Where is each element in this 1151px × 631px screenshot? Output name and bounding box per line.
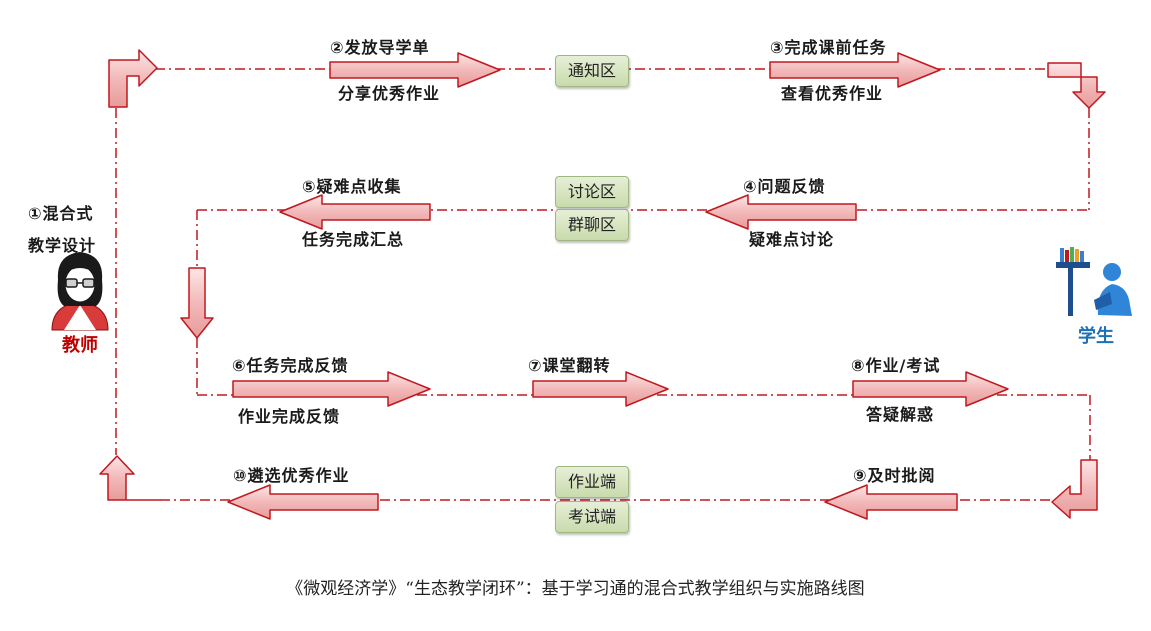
step5-label-bottom: 任务完成汇总	[302, 230, 405, 249]
step8-label-bottom: 答疑解惑	[866, 405, 935, 424]
step6-label-bottom: 作业完成反馈	[238, 407, 341, 426]
arrow-step-6	[232, 371, 431, 407]
step8-label-top: ⑧作业/考试	[851, 356, 941, 375]
step4-label-bottom: 疑难点讨论	[749, 230, 835, 249]
corner-arrow-bottom-left	[99, 455, 161, 501]
arrow-step-10	[227, 484, 379, 520]
zone-group-chat: 群聊区	[555, 209, 629, 241]
step4-label-top: ④问题反馈	[743, 177, 826, 196]
student-reading-icon	[1056, 247, 1132, 316]
step1-label-line1: ①混合式	[28, 204, 94, 223]
step2-label-bottom: 分享优秀作业	[338, 84, 441, 103]
corner-arrow-top-right	[1047, 62, 1106, 109]
teacher-avatar-icon	[51, 252, 109, 331]
zone-exam-end: 考试端	[555, 501, 629, 533]
step6-label-top: ⑥任务完成反馈	[232, 356, 349, 375]
step2-label-top: ②发放导学单	[330, 38, 430, 57]
step3-label-top: ③完成课前任务	[770, 38, 887, 57]
step1-label-line2: 教学设计	[28, 236, 97, 255]
arrow-step-4	[705, 194, 857, 230]
teacher-label: 教师	[62, 335, 98, 356]
corner-arrow-bottom-right	[1051, 459, 1098, 519]
arrow-step-3	[769, 52, 941, 88]
step9-label-top: ⑨及时批阅	[853, 466, 936, 485]
arrow-step-2	[329, 52, 501, 88]
step5-label-top: ⑤疑难点收集	[302, 177, 402, 196]
zone-homework-end: 作业端	[555, 466, 629, 498]
arrow-step-9	[824, 484, 958, 520]
step3-label-bottom: 查看优秀作业	[781, 84, 884, 103]
zone-discussion: 讨论区	[555, 176, 629, 208]
zone-notice: 通知区	[555, 55, 629, 87]
arrow-step-8	[852, 371, 1009, 407]
student-label: 学生	[1078, 326, 1114, 347]
figure-caption: 《微观经济学》“生态教学闭环”：基于学习通的混合式教学组织与实施路线图	[286, 579, 865, 599]
step7-label-top: ⑦课堂翻转	[528, 356, 611, 375]
arrow-step-7	[532, 371, 669, 407]
step10-label-top: ⑩遴选优秀作业	[233, 466, 350, 485]
corner-arrow-left-down	[180, 267, 214, 339]
corner-arrow-top-left	[108, 49, 158, 108]
arrow-step-5	[279, 194, 431, 230]
